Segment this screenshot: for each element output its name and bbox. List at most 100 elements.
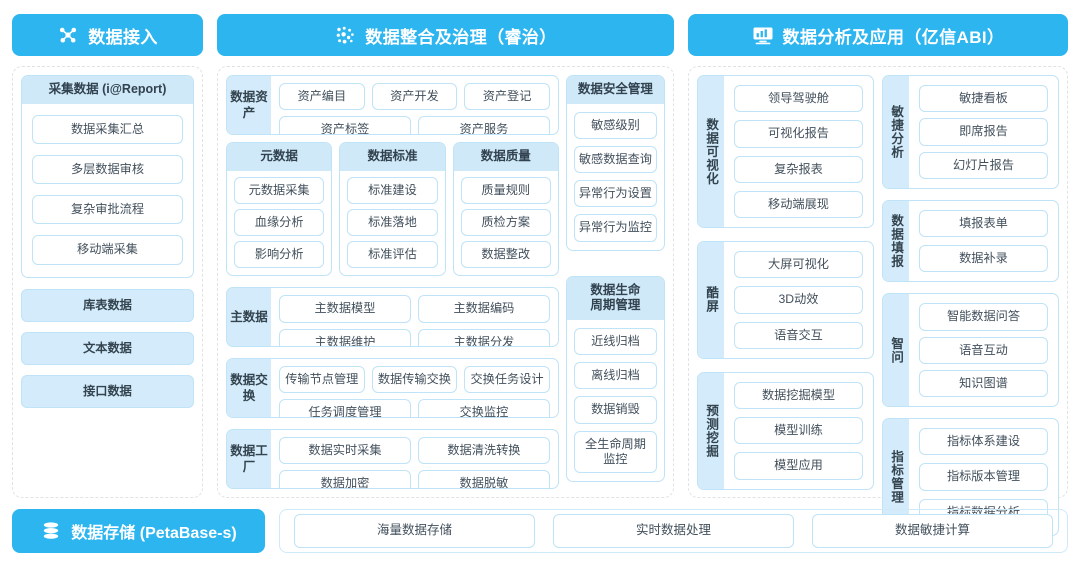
chip-item[interactable]: 填报表单 xyxy=(919,209,1048,237)
group-agile-analysis: 敏捷分析 敏捷看板 即席报告 幻灯片报告 xyxy=(882,75,1059,189)
header-data-analysis[interactable]: 数据分析及应用（亿信ABI） xyxy=(688,14,1068,56)
governance-main: 数据资产 资产编目 资产开发 资产登记 资产标签 资产服务 xyxy=(226,75,559,489)
chip-item[interactable]: 领导驾驶舱 xyxy=(734,85,863,113)
chip-item[interactable]: 近线归档 xyxy=(573,327,657,356)
chip-source[interactable]: 接口数据 xyxy=(21,375,194,409)
chip-item[interactable]: 数据补录 xyxy=(919,245,1048,273)
chip-item[interactable]: 传输节点管理 xyxy=(279,366,365,394)
chip-item[interactable]: 敏感数据查询 xyxy=(573,145,657,174)
chip-item[interactable]: 血缘分析 xyxy=(234,208,325,237)
chip-item[interactable]: 异常行为监控 xyxy=(573,214,657,242)
chip-item[interactable]: 知识图谱 xyxy=(919,369,1048,397)
chip-item[interactable]: 多层数据审核 xyxy=(32,154,183,185)
chip-item[interactable]: 敏感级别 xyxy=(573,111,657,139)
chip-item[interactable]: 移动端展现 xyxy=(734,190,863,218)
chip-item[interactable]: 元数据采集 xyxy=(234,176,325,204)
chip-item[interactable]: 主数据编码 xyxy=(417,295,550,323)
triple-panels: 元数据 元数据采集 血缘分析 影响分析 数据标准 标准建设 标准落地 标准评估 xyxy=(226,141,559,277)
chip-item[interactable]: 数据脱敏 xyxy=(417,470,550,489)
panel-body: 近线归档 离线归档 数据销毁 全生命周期 监控 xyxy=(567,320,664,481)
chip-item[interactable]: 智能数据问答 xyxy=(919,303,1048,331)
chip-item[interactable]: 数据采集汇总 xyxy=(32,114,183,144)
chip-item[interactable]: 数据销毁 xyxy=(573,396,657,424)
chip-item[interactable]: 主数据模型 xyxy=(279,295,411,323)
chip-item[interactable]: 语音交互 xyxy=(734,321,863,349)
chip-row: 数据加密 数据脱敏 xyxy=(279,470,550,489)
chip-item[interactable]: 数据清洗转换 xyxy=(417,437,550,465)
group-label: 数据工厂 xyxy=(227,430,271,488)
column-data-governance: 数据资产 资产编目 资产开发 资产登记 资产标签 资产服务 xyxy=(217,66,674,498)
chip-item[interactable]: 即席报告 xyxy=(919,118,1048,146)
chip-item[interactable]: 交换任务设计 xyxy=(464,366,550,394)
chip-source[interactable]: 库表数据 xyxy=(21,288,194,322)
chip-row: 主数据模型 主数据编码 xyxy=(279,295,550,323)
group-body: 填报表单 数据补录 xyxy=(909,201,1058,282)
chip-item[interactable]: 模型应用 xyxy=(734,452,863,480)
panel-metadata: 元数据 元数据采集 血缘分析 影响分析 xyxy=(226,141,333,277)
storage-title-pill[interactable]: 数据存储 (PetaBase-s) xyxy=(12,509,265,553)
group-smart-qa: 智问 智能数据问答 语音互动 知识图谱 xyxy=(882,293,1059,407)
chip-item[interactable]: 复杂报表 xyxy=(734,155,863,183)
chip-item[interactable]: 资产登记 xyxy=(464,83,550,111)
chip-item[interactable]: 语音互动 xyxy=(919,336,1048,364)
chip-storage-item[interactable]: 海量数据存储 xyxy=(294,514,535,548)
chip-item[interactable]: 资产标签 xyxy=(279,116,411,134)
chip-item[interactable]: 资产服务 xyxy=(417,116,550,134)
chip-item[interactable]: 指标体系建设 xyxy=(919,428,1048,456)
panel-title: 采集数据 (i@Report) xyxy=(22,76,193,104)
group-body: 智能数据问答 语音互动 知识图谱 xyxy=(909,294,1058,406)
chip-item[interactable]: 影响分析 xyxy=(234,241,325,269)
chip-item[interactable]: 主数据分发 xyxy=(417,328,550,347)
chip-item[interactable]: 模型训练 xyxy=(734,417,863,445)
panel-collect-data: 采集数据 (i@Report) 数据采集汇总 多层数据审核 复杂审批流程 移动端… xyxy=(21,75,194,278)
chip-storage-item[interactable]: 数据敏捷计算 xyxy=(812,514,1053,548)
chip-item[interactable]: 资产编目 xyxy=(279,83,365,111)
chip-item[interactable]: 资产开发 xyxy=(371,83,458,111)
chip-item[interactable]: 质检方案 xyxy=(460,208,551,237)
header-title: 数据接入 xyxy=(88,27,158,47)
chip-item[interactable]: 任务调度管理 xyxy=(279,399,411,418)
group-label: 敏捷分析 xyxy=(883,76,909,188)
source-list: 库表数据 文本数据 接口数据 xyxy=(21,288,194,409)
chip-item[interactable]: 可视化报告 xyxy=(734,120,863,148)
chip-item[interactable]: 标准建设 xyxy=(347,176,438,204)
chip-item[interactable]: 交换监控 xyxy=(417,399,550,418)
group-data-asset: 数据资产 资产编目 资产开发 资产登记 资产标签 资产服务 xyxy=(226,75,559,135)
chip-item[interactable]: 质量规则 xyxy=(460,176,551,204)
chip-item[interactable]: 全生命周期 监控 xyxy=(573,430,657,474)
chip-item[interactable]: 数据挖掘模型 xyxy=(734,381,863,409)
chip-item[interactable]: 移动端采集 xyxy=(32,235,183,265)
chip-item[interactable]: 标准评估 xyxy=(347,241,438,269)
chip-item[interactable]: 复杂审批流程 xyxy=(32,195,183,225)
chip-item[interactable]: 数据加密 xyxy=(279,470,411,489)
chip-item[interactable]: 敏捷看板 xyxy=(919,85,1048,113)
chip-item[interactable]: 主数据维护 xyxy=(279,328,411,347)
header-data-ingestion[interactable]: 数据接入 xyxy=(12,14,203,56)
chip-item[interactable]: 数据实时采集 xyxy=(279,437,411,465)
group-predictive-mining: 预测挖掘 数据挖掘模型 模型训练 模型应用 xyxy=(697,371,874,490)
chip-item[interactable]: 3D动效 xyxy=(734,286,863,314)
monitor-chart-icon xyxy=(752,24,774,46)
group-data-filling: 数据填报 填报表单 数据补录 xyxy=(882,199,1059,283)
chip-item[interactable]: 离线归档 xyxy=(573,362,657,390)
chip-item[interactable]: 标准落地 xyxy=(347,208,438,237)
group-body: 领导驾驶舱 可视化报告 复杂报表 移动端展现 xyxy=(724,76,873,227)
chip-item[interactable]: 数据整改 xyxy=(460,241,551,269)
chip-row: 任务调度管理 交换监控 xyxy=(279,399,550,418)
group-body: 资产编目 资产开发 资产登记 资产标签 资产服务 xyxy=(271,76,558,134)
chip-item[interactable]: 幻灯片报告 xyxy=(919,151,1048,179)
group-body: 主数据模型 主数据编码 主数据维护 主数据分发 xyxy=(271,288,558,347)
chip-source[interactable]: 文本数据 xyxy=(21,331,194,366)
nodes-network-icon xyxy=(57,24,79,46)
chip-item[interactable]: 指标版本管理 xyxy=(919,463,1048,491)
chip-item[interactable]: 异常行为设置 xyxy=(573,180,657,208)
chip-storage-item[interactable]: 实时数据处理 xyxy=(553,514,794,548)
chip-item[interactable]: 大屏可视化 xyxy=(734,251,863,279)
group-label: 智问 xyxy=(883,294,909,406)
columns-row: 采集数据 (i@Report) 数据采集汇总 多层数据审核 复杂审批流程 移动端… xyxy=(12,66,1068,536)
chip-item[interactable]: 数据传输交换 xyxy=(371,366,458,394)
storage-row: 数据存储 (PetaBase-s) 海量数据存储 实时数据处理 数据敏捷计算 xyxy=(12,509,1068,553)
group-master-data: 主数据 主数据模型 主数据编码 主数据维护 主数据分发 xyxy=(226,287,559,348)
header-data-governance[interactable]: 数据整合及治理（睿治） xyxy=(217,14,674,56)
